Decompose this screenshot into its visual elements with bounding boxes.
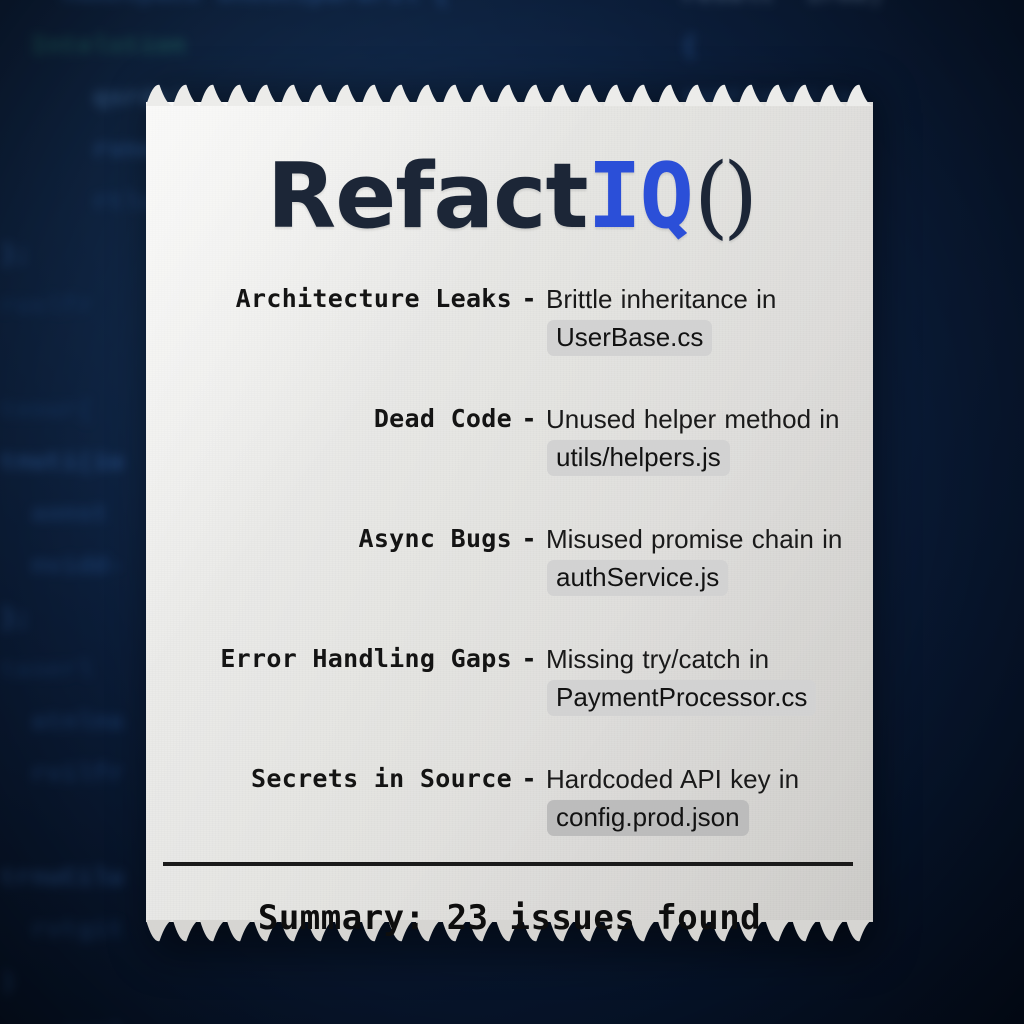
receipt-top-zigzag-edge	[146, 82, 873, 106]
title-part-iq: IQ	[587, 144, 694, 249]
issue-description: Misused promise chain in authService.js	[546, 520, 849, 596]
issue-description-text: Misused promise chain in	[546, 524, 843, 554]
issue-file-chip: authService.js	[547, 560, 729, 596]
issue-separator-dash: -	[521, 284, 537, 313]
page-title: RefactIQ()	[146, 102, 873, 242]
issue-file-chip: PaymentProcessor.cs	[547, 680, 817, 716]
issue-category-label: Async Bugs	[358, 524, 512, 553]
title-part-parens: ()	[693, 144, 758, 249]
issue-description-text: Unused helper method in	[546, 404, 840, 434]
issue-file-chip: utils/helpers.js	[547, 440, 730, 476]
receipt-bottom-zigzag-edge	[146, 920, 873, 944]
list-item: Error Handling Gaps - Missing try/catch …	[164, 640, 849, 716]
issue-description: Brittle inheritance in UserBase.cs	[546, 280, 849, 356]
issue-separator-dash: -	[521, 644, 537, 673]
issue-category-label: Dead Code	[373, 404, 512, 433]
issue-separator-dash: -	[521, 764, 537, 793]
list-item: Architecture Leaks - Brittle inheritance…	[164, 280, 849, 356]
issue-separator-dash: -	[521, 404, 537, 433]
issue-file-chip: UserBase.cs	[547, 320, 713, 356]
issue-description-text: Missing try/catch in	[546, 644, 770, 674]
issue-file-chip: config.prod.json	[547, 800, 749, 836]
receipt-content: RefactIQ() Architecture Leaks - Brittle …	[146, 102, 873, 938]
title-part-refact: Refact	[266, 144, 589, 249]
receipt-card: RefactIQ() Architecture Leaks - Brittle …	[146, 82, 873, 944]
list-item: Dead Code - Unused helper method in util…	[164, 400, 849, 476]
issue-description-text: Hardcoded API key in	[546, 764, 800, 794]
issue-category-label: Architecture Leaks	[235, 284, 512, 313]
issue-description: Unused helper method in utils/helpers.js	[546, 400, 849, 476]
issue-separator-dash: -	[521, 524, 537, 553]
summary-divider	[163, 862, 853, 866]
issue-list: Architecture Leaks - Brittle inheritance…	[146, 280, 873, 836]
list-item: Secrets in Source - Hardcoded API key in…	[164, 760, 849, 836]
issue-description: Missing try/catch in PaymentProcessor.cs	[546, 640, 849, 716]
list-item: Async Bugs - Misused promise chain in au…	[164, 520, 849, 596]
summary-text: Summary: 23 issues found	[257, 898, 762, 938]
issue-description-text: Brittle inheritance in	[546, 284, 777, 314]
issue-category-label: Error Handling Gaps	[220, 644, 512, 673]
issue-description: Hardcoded API key in config.prod.json	[546, 760, 849, 836]
issue-category-label: Secrets in Source	[251, 764, 512, 793]
